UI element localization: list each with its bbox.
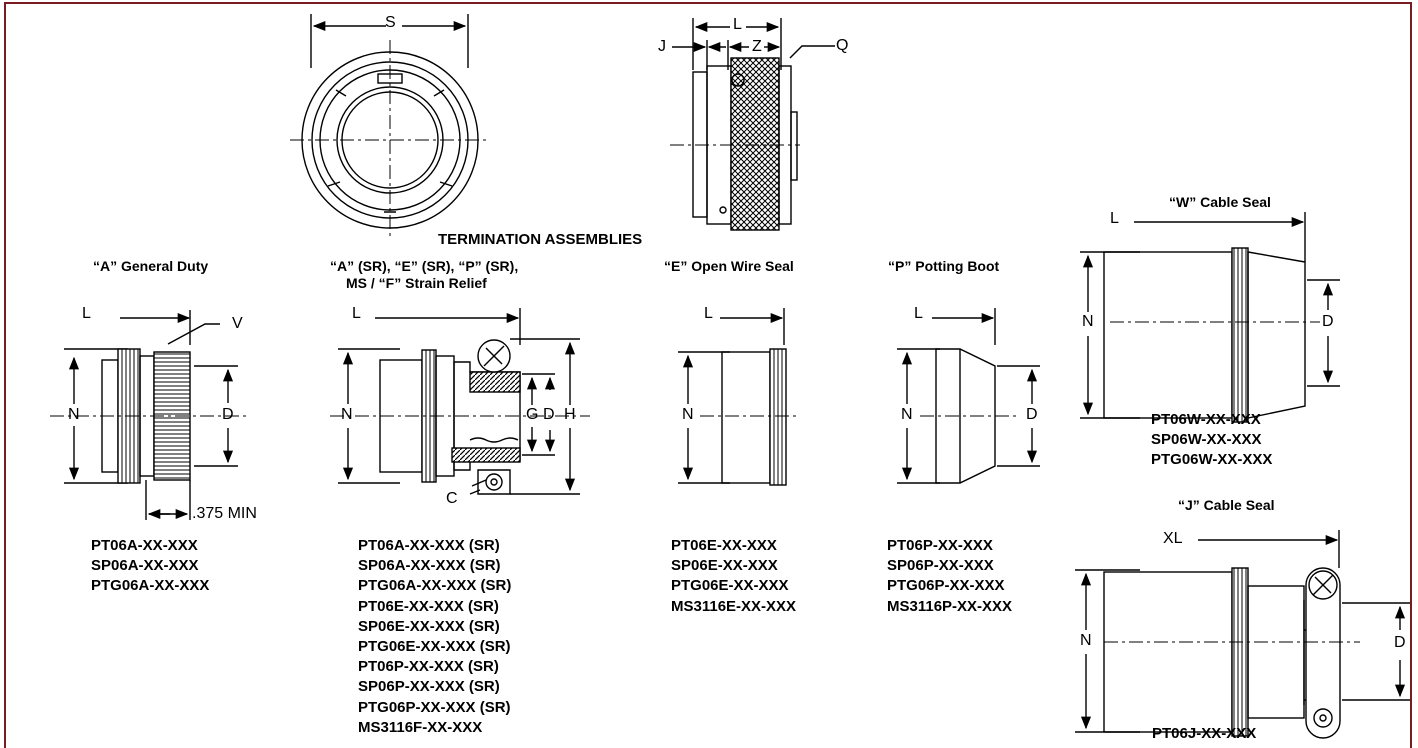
w-cable-seal-part-list: PT06W-XX-XXX SP06W-XX-XXX PTG06W-XX-XXX (1151, 410, 1272, 471)
j-dim-xl: XL (1163, 530, 1183, 547)
gd-dim-d: D (222, 406, 234, 423)
dim-q: Q (836, 37, 849, 54)
part-number: SP06A-XX-XXX (91, 557, 199, 575)
open-wire-seal-heading: “E” Open Wire Seal (664, 258, 794, 274)
j-cable-seal-drawing (1075, 530, 1410, 739)
part-number: MS3116F-XX-XXX (358, 718, 483, 736)
sr-dim-d: D (543, 406, 555, 423)
part-number: PT06A-XX-XXX (SR) (358, 537, 500, 554)
j-cable-seal-part-list: PT06J-XX-XXX (1152, 724, 1256, 744)
dim-j: J (658, 38, 666, 55)
part-number: SP06E-XX-XXX (671, 557, 778, 575)
strain-relief-heading-2: MS / “F” Strain Relief (346, 275, 487, 291)
part-number: SP06E-XX-XXX (SR) (358, 617, 500, 635)
general-duty-heading: “A” General Duty (93, 258, 209, 274)
part-number: SP06W-XX-XXX (1151, 431, 1262, 449)
gd-dim-v: V (232, 315, 243, 332)
part-number: PTG06W-XX-XXX (1151, 451, 1273, 469)
side-view-connector (670, 18, 835, 231)
potting-boot-part-list: PT06P-XX-XXX SP06P-XX-XXX PTG06P-XX-XXX … (887, 536, 1012, 617)
dim-z: Z (752, 38, 762, 55)
dim-l-top: L (733, 16, 742, 33)
gd-dim-n: N (68, 406, 80, 423)
general-duty-drawing (50, 310, 250, 520)
sr-dim-c: C (446, 490, 458, 507)
pb-dim-l: L (914, 305, 923, 322)
j-dim-d: D (1394, 634, 1406, 651)
part-number: PTG06P-XX-XXX (887, 577, 1005, 595)
part-number: MS3116P-XX-XXX (887, 597, 1013, 615)
part-number: PT06P-XX-XXX (SR) (358, 658, 499, 676)
w-dim-n: N (1082, 313, 1094, 330)
potting-boot-heading: “P” Potting Boot (888, 258, 1000, 274)
part-number: PT06E-XX-XXX (671, 537, 777, 554)
page-frame (4, 2, 1412, 748)
w-cable-seal-heading: “W” Cable Seal (1169, 194, 1271, 210)
part-number: PTG06E-XX-XXX (671, 577, 789, 595)
part-number: PTG06A-XX-XXX (SR) (358, 577, 512, 595)
part-number: PT06J-XX-XXX (1152, 725, 1257, 742)
part-number: PT06E-XX-XXX (SR) (358, 597, 499, 615)
sr-dim-h: H (564, 406, 576, 423)
open-wire-seal-part-list: PT06E-XX-XXX SP06E-XX-XXX PTG06E-XX-XXX … (671, 536, 796, 617)
part-number: PTG06P-XX-XXX (SR) (358, 698, 511, 716)
sr-dim-g: G (526, 406, 539, 423)
strain-relief-drawing (330, 308, 590, 495)
pb-dim-d: D (1026, 406, 1038, 423)
strain-relief-part-list: PT06A-XX-XXX (SR) SP06A-XX-XXX (SR) PTG0… (358, 536, 511, 738)
strain-relief-heading-1: “A” (SR), “E” (SR), “P” (SR), (330, 258, 519, 274)
part-number: PT06W-XX-XXX (1151, 411, 1261, 428)
ew-dim-n: N (682, 406, 694, 423)
potting-boot-drawing (897, 308, 1040, 484)
part-number: PTG06A-XX-XXX (91, 577, 210, 595)
part-number: SP06A-XX-XXX (SR) (358, 557, 501, 575)
j-dim-n: N (1080, 632, 1092, 649)
general-duty-part-list: PT06A-XX-XXX SP06A-XX-XXX PTG06A-XX-XXX (91, 536, 209, 597)
page-title: TERMINATION ASSEMBLIES (438, 231, 643, 248)
gd-dim-l: L (82, 305, 91, 322)
gd-dim-min: .375 MIN (192, 505, 257, 522)
part-number: SP06P-XX-XXX (887, 557, 994, 575)
w-cable-seal-drawing (1080, 212, 1340, 423)
w-dim-d: D (1322, 313, 1334, 330)
part-number: PTG06E-XX-XXX (SR) (358, 638, 511, 656)
j-cable-seal-heading: “J” Cable Seal (1178, 497, 1275, 513)
dim-s: S (385, 14, 396, 31)
sr-dim-n: N (341, 406, 353, 423)
part-number: MS3116E-XX-XXX (671, 597, 797, 615)
part-number: PT06A-XX-XXX (91, 537, 198, 554)
sr-dim-l: L (352, 305, 361, 322)
front-view-connector (290, 14, 490, 240)
ew-dim-l: L (704, 305, 713, 322)
open-wire-seal-drawing (678, 308, 800, 486)
w-dim-l: L (1110, 210, 1119, 227)
part-number: SP06P-XX-XXX (SR) (358, 678, 500, 696)
part-number: PT06P-XX-XXX (887, 537, 993, 554)
pb-dim-n: N (901, 406, 913, 423)
